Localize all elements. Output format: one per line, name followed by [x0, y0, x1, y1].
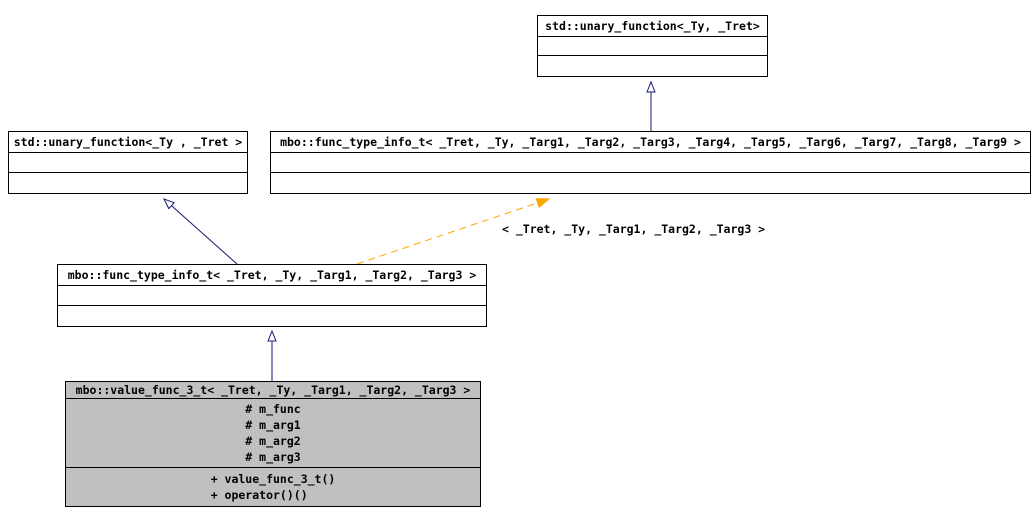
template-args-edge-label: < _Tret, _Ty, _Targ1, _Targ2, _Targ3 > — [502, 222, 766, 236]
attributes-compartment — [271, 153, 1030, 173]
methods-compartment — [9, 173, 247, 193]
inheritance-edge-functypeinfo3-to-unary-left — [162, 198, 238, 265]
class-node-std-unary-function-top[interactable]: std::unary_function<_Ty, _Tret> — [537, 15, 768, 77]
attribute-m-func: # m_func — [245, 402, 301, 416]
attributes-compartment — [538, 37, 767, 56]
class-title: mbo::value_func_3_t< _Tret, _Ty, _Targ1,… — [66, 382, 480, 399]
attributes-compartment — [58, 286, 486, 306]
class-node-func-type-info-full[interactable]: mbo::func_type_info_t< _Tret, _Ty, _Targ… — [270, 131, 1031, 194]
attribute-m-arg3: # m_arg3 — [245, 450, 301, 464]
class-node-value-func-3: mbo::value_func_3_t< _Tret, _Ty, _Targ1,… — [65, 381, 481, 507]
class-title: std::unary_function<_Ty , _Tret > — [9, 132, 247, 153]
method-constructor: + value_func_3_t() — [210, 472, 336, 486]
method-operator-call: + operator()() — [210, 488, 308, 502]
attributes-compartment: # m_func # m_arg1 # m_arg2 # m_arg3 — [66, 399, 480, 468]
attribute-m-arg2: # m_arg2 — [245, 434, 301, 448]
class-title: mbo::func_type_info_t< _Tret, _Ty, _Targ… — [58, 265, 486, 286]
class-node-func-type-info-3[interactable]: mbo::func_type_info_t< _Tret, _Ty, _Targ… — [57, 264, 487, 327]
attribute-m-arg1: # m_arg1 — [245, 418, 301, 432]
methods-compartment: + value_func_3_t() + operator()() — [66, 468, 480, 506]
methods-compartment — [538, 56, 767, 76]
class-title: mbo::func_type_info_t< _Tret, _Ty, _Targ… — [271, 132, 1030, 153]
class-node-std-unary-function-left[interactable]: std::unary_function<_Ty , _Tret > — [8, 131, 248, 194]
methods-compartment — [271, 173, 1030, 193]
attributes-compartment — [9, 153, 247, 173]
methods-compartment — [58, 306, 486, 326]
class-title: std::unary_function<_Ty, _Tret> — [538, 16, 767, 37]
